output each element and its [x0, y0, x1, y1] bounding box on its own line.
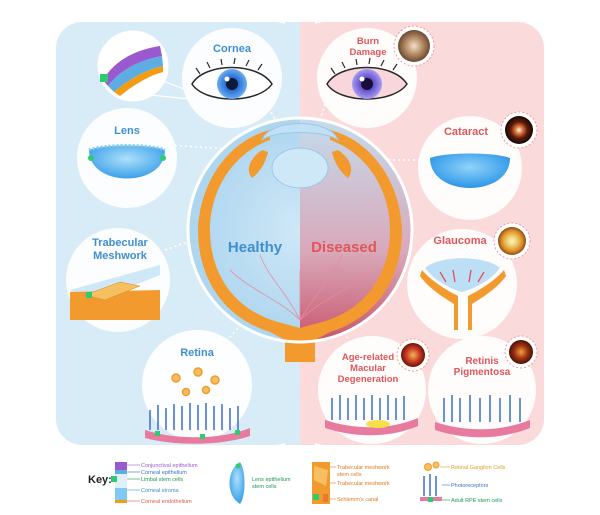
key-tm-labels: Trabecular meshwork stem cells Trabecula… — [330, 465, 390, 503]
key-lens-icon — [229, 462, 245, 504]
key-rgc: Retinal Ganglion Cells — [451, 465, 506, 471]
key-conjunctival: Conjunctival epithelium — [141, 463, 198, 469]
retina-label: Retina — [180, 347, 215, 359]
key-legend: Key: Conjunctival epithelium Corneal epi… — [88, 461, 506, 505]
key-cornea-labels: Conjunctival epithelium Corneal epitheli… — [127, 463, 198, 505]
key-tm-stem-2: stem cells — [337, 472, 362, 478]
key-stroma: Corneal stroma — [141, 488, 180, 494]
key-retina-labels: Retinal Ganglion Cells Photoreceptors Ad… — [440, 465, 506, 504]
cornea-label: Cornea — [213, 43, 252, 55]
glaucoma-photo-icon — [498, 227, 526, 255]
key-tm: Trabecular meshwork — [337, 481, 390, 487]
trabecular-label-line1: Trabecular — [92, 237, 148, 249]
key-tm-stem-1: Trabecular meshwork — [337, 465, 390, 471]
rp-label-line1: Retinis — [465, 356, 499, 367]
glaucoma-bubble: Glaucoma — [407, 222, 531, 339]
trabecular-bubble: Trabecular Meshwork — [66, 228, 170, 332]
rp-photo-icon — [509, 340, 533, 364]
amd-label-line1: Age-related — [342, 352, 394, 363]
lens-bubble: Lens — [77, 108, 177, 208]
burn-label-line1: Burn — [357, 36, 379, 47]
cataract-bubble: Cataract — [418, 111, 538, 220]
key-title: Key: — [88, 474, 112, 486]
cornea-detail-inset — [97, 30, 201, 102]
amd-bubble: Age-related Macular Degeneration — [318, 336, 430, 444]
healthy-eye-icon — [191, 57, 273, 100]
key-lens-stem-cells: stem cells — [252, 484, 277, 490]
healthy-title: Healthy — [228, 239, 283, 256]
key-rpe: Adult RPE stem cells — [451, 498, 503, 504]
rp-bubble: Retinis Pigmentosa — [428, 335, 538, 444]
cornea-bubble: Cornea — [182, 28, 282, 128]
cataract-label: Cataract — [444, 126, 488, 138]
burn-label-line2: Damage — [350, 47, 387, 58]
cataract-photo-icon — [505, 116, 533, 144]
key-cornea-icon — [111, 462, 127, 503]
lens-label: Lens — [114, 125, 140, 137]
key-tm-icon — [312, 462, 330, 504]
diseased-eye-icon — [326, 57, 408, 100]
burn-photo-icon — [398, 30, 430, 62]
key-corneal-epithelium: Corneal epithelium — [141, 470, 187, 476]
key-lens-epithelium: Lens epithelium — [252, 477, 291, 483]
key-endothelium: Corneal endothelium — [141, 499, 192, 505]
key-photoreceptors: Photoreceptors — [451, 483, 489, 489]
central-eye-globe — [186, 116, 414, 362]
amd-label-line2: Macular — [350, 363, 386, 374]
diseased-title: Diseased — [311, 239, 377, 256]
burn-damage-bubble: Burn Damage — [317, 25, 435, 128]
key-limbal: Limbal stem cells — [141, 477, 183, 483]
key-retina-icon — [420, 461, 442, 502]
glaucoma-label: Glaucoma — [433, 235, 487, 247]
amd-label-line3: Degeneration — [338, 374, 399, 385]
amd-photo-icon — [401, 343, 425, 367]
retina-bubble: Retina — [142, 330, 252, 444]
trabecular-label-line2: Meshwork — [93, 250, 148, 262]
key-schlemm: Schlemm's canal — [337, 497, 378, 503]
rp-label-line2: Pigmentosa — [454, 367, 511, 378]
